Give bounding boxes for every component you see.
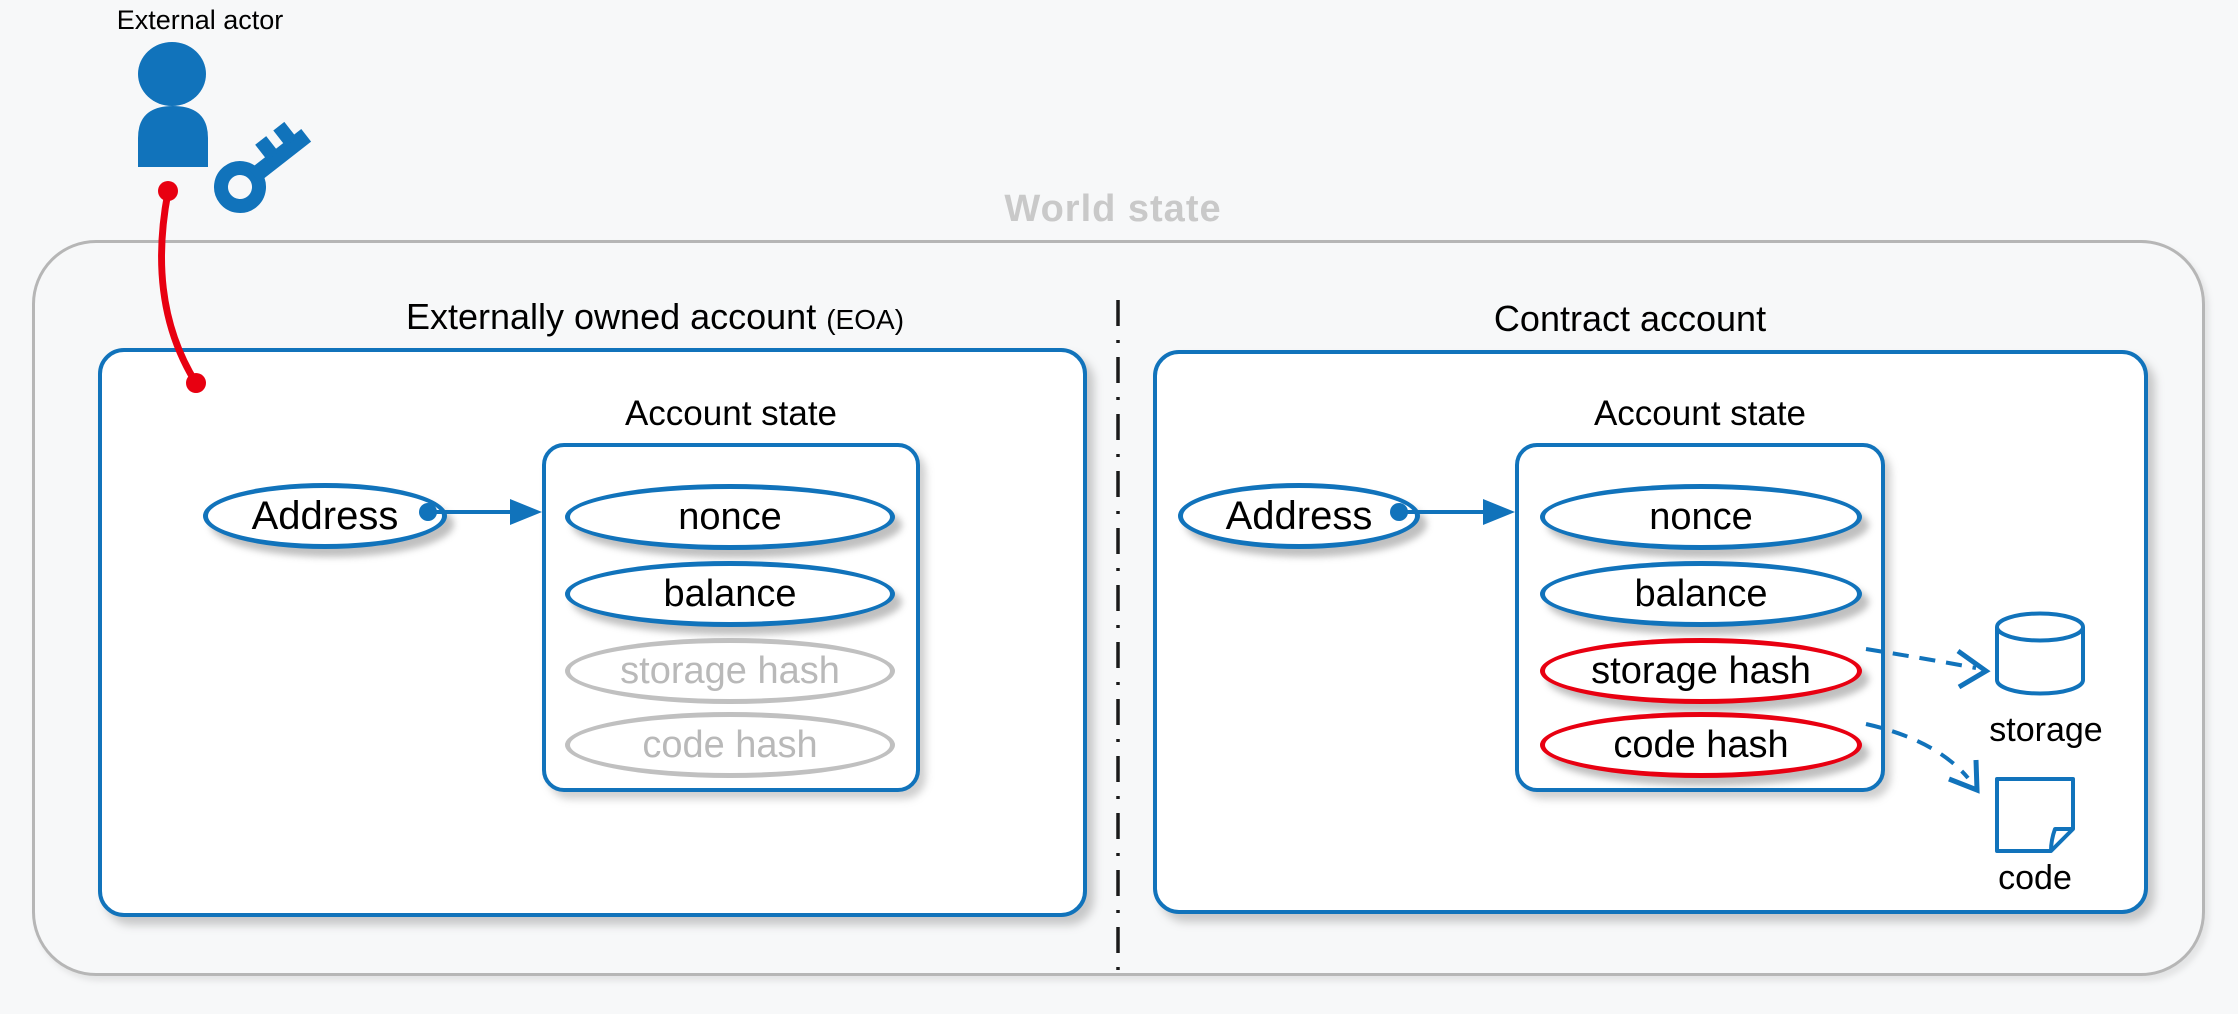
eoa-account-state-title: Account state [624, 394, 838, 433]
eoa-address-oval: Address [203, 483, 447, 549]
eoa-field-storage-hash: storage hash [565, 638, 895, 704]
person-icon [138, 42, 208, 167]
key-icon [214, 121, 312, 213]
external-actor-label: External actor [116, 5, 284, 35]
contract-title: Contract account [1493, 298, 1767, 339]
contract-address-oval: Address [1178, 483, 1420, 549]
eoa-panel [98, 348, 1087, 917]
eoa-field-code-hash: code hash [565, 712, 895, 778]
contract-field-storage-hash: storage hash [1540, 638, 1862, 704]
world-state-box [32, 240, 2205, 976]
eoa-title: Externally owned account (EOA) [255, 296, 1055, 338]
contract-field-nonce: nonce [1540, 484, 1862, 550]
eoa-field-nonce: nonce [565, 484, 895, 550]
contract-account-state-title: Account state [1593, 394, 1807, 433]
eoa-title-suffix: (EOA) [826, 304, 905, 335]
eoa-title-text: Externally owned account [405, 296, 817, 337]
contract-field-code-hash: code hash [1540, 712, 1862, 778]
contract-field-balance: balance [1540, 561, 1862, 627]
eoa-field-balance: balance [565, 561, 895, 627]
code-label: code [1998, 859, 2072, 897]
world-state-label: World state [1004, 188, 1222, 230]
storage-label: storage [1989, 711, 2103, 749]
